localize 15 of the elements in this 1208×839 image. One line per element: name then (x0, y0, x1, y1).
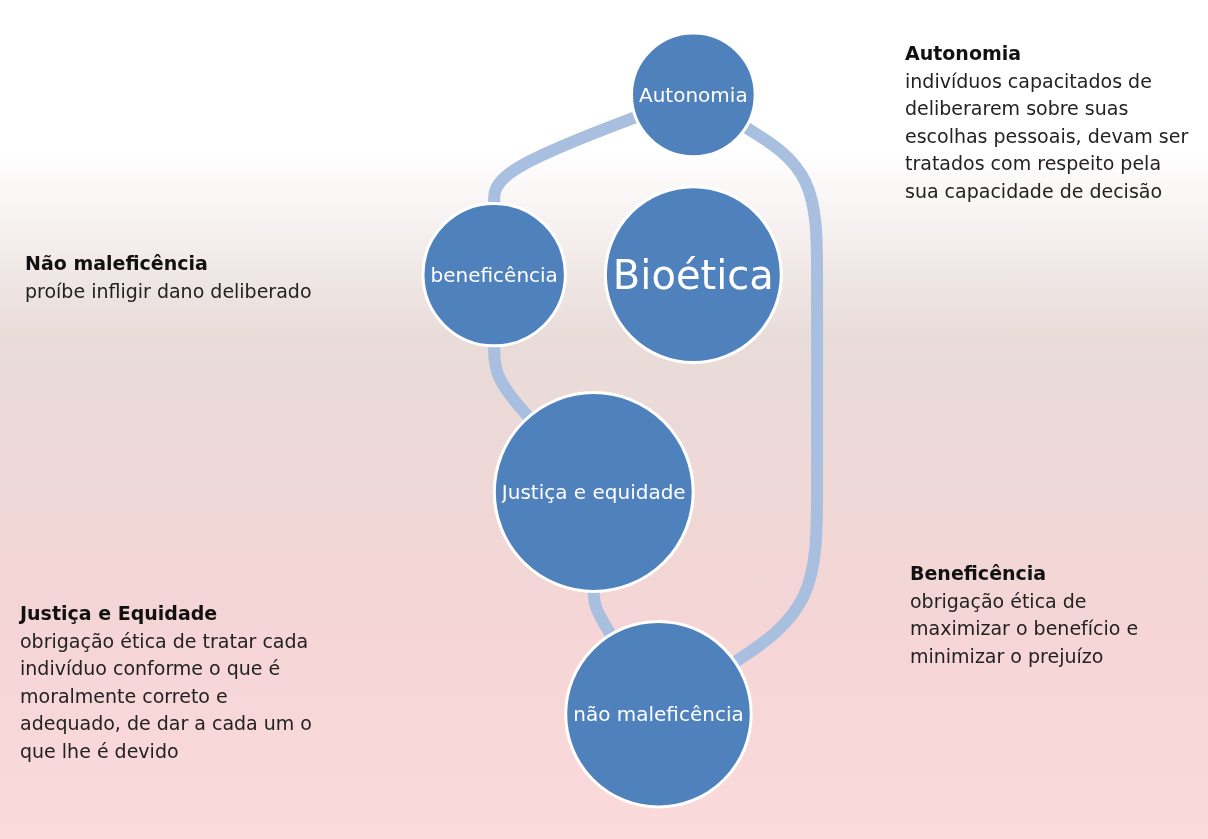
node-circle: beneficência (421, 201, 567, 348)
note-text: obrigação ética de maximizar o benefício e minimizar o prejuízo (910, 588, 1140, 669)
node-circle: Autonomia (630, 31, 757, 159)
connector (488, 111, 638, 205)
note-text: indivíduos capacitados de deliberarem sobre suas escolhas pessoais, devam ser tratados com respeito pela sua capacidade de decisão (905, 68, 1190, 204)
note-heading: Não maleficência (25, 251, 209, 276)
note-text: obrigação ética de tratar cada indivíduo conforme o que é moralmente correto e adequado, de dar a cada um o que lhe é devido (20, 628, 313, 764)
note-heading: Autonomia (905, 41, 1023, 66)
connector (488, 345, 533, 421)
connector (731, 122, 823, 668)
note-heading: Justiça e Equidade (20, 601, 219, 626)
node-circle: Bioética (603, 185, 783, 365)
note-heading: Beneficência (910, 561, 1048, 586)
note-text: proíbe infligir dano deliberado (25, 278, 313, 304)
node-circle: não maleficência (564, 619, 753, 809)
